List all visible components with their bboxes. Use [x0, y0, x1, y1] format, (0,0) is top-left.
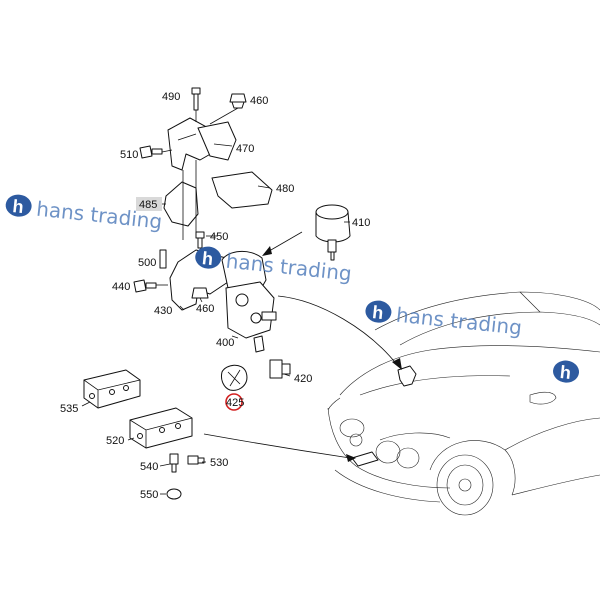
spacer-500: [159, 249, 167, 269]
watermark-4: h: [553, 360, 580, 383]
block-520: [129, 407, 193, 449]
leader-lines-lower: [81, 401, 206, 495]
label-485-box: [136, 197, 162, 211]
callout-420: 420: [294, 373, 312, 385]
nut-460-mid: [191, 287, 209, 299]
watermark-logo: [5, 194, 32, 217]
callout-470: 470: [236, 143, 254, 155]
callout-485: 485: [139, 199, 157, 211]
leader-lines-middle: [156, 221, 350, 377]
cover-485: [163, 181, 199, 227]
clip-425-inner: [227, 369, 241, 387]
watermark-logo-letter: h: [12, 196, 25, 217]
fitting-530: [187, 455, 205, 465]
bolt-440: [133, 279, 157, 293]
nut-460-top: [229, 93, 247, 109]
sensor-410: [315, 204, 351, 261]
callout-500: 500: [138, 257, 156, 269]
callout-540: 540: [140, 461, 158, 473]
watermark-text: hans trading: [395, 303, 523, 340]
watermark-logo-letter: h: [559, 362, 572, 383]
arrow-to-car-front-head: [346, 454, 356, 462]
callout-535: 535: [60, 403, 78, 415]
callout-440: 440: [112, 281, 130, 293]
highlight-425: [225, 393, 243, 411]
fitting-540: [169, 453, 179, 473]
watermark-logo-letter: h: [371, 302, 384, 323]
block-535: [83, 369, 141, 409]
watermark-logo: [553, 360, 580, 383]
callout-490: 490: [162, 91, 180, 103]
arrow-to-unit-head: [262, 246, 272, 256]
callout-510: 510: [120, 149, 138, 161]
callout-430: 430: [154, 305, 172, 317]
car-illustration: [327, 291, 600, 516]
callout-410: 410: [352, 217, 370, 229]
callout-400: 400: [216, 337, 234, 349]
bracket-470: [167, 117, 237, 171]
callout-520: 520: [106, 435, 124, 447]
watermark-3: h hans trading: [365, 300, 523, 340]
callout-550: 550: [140, 489, 158, 501]
watermark-logo-letter: h: [201, 248, 214, 269]
arrow-to-car-hood: [277, 295, 399, 367]
main-unit-400: [221, 251, 277, 353]
callout-460-top: 460: [250, 95, 268, 107]
car-hood-part: [397, 365, 417, 387]
callout-460-mid: 460: [196, 303, 214, 315]
callout-450: 450: [210, 231, 228, 243]
watermark-logo: [195, 246, 222, 269]
bolt-510: [139, 145, 163, 159]
callout-530: 530: [210, 457, 228, 469]
bolt-490: [191, 87, 201, 111]
cap-550: [166, 488, 182, 500]
bolt-450: [195, 231, 205, 249]
connector-420: [269, 359, 291, 379]
callout-480: 480: [276, 183, 294, 195]
arrow-to-car-front: [203, 433, 351, 459]
callout-425: 425: [226, 397, 244, 409]
car-front-part: [351, 451, 379, 467]
leader-lines-top: [161, 107, 271, 240]
watermark-logo: [365, 300, 392, 323]
plate-480: [211, 171, 273, 209]
arrow-to-car-hood-head: [392, 358, 402, 370]
